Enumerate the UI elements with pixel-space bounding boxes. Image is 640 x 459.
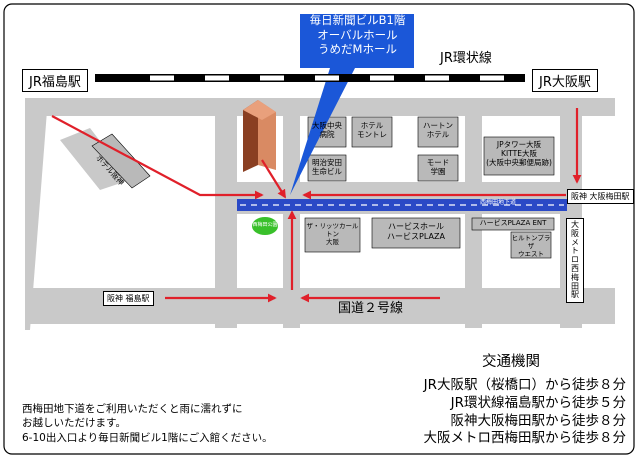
label-meiji-yasuda: 明治安田生命ビル — [312, 158, 342, 176]
station-jr-fukushima: JR福島駅 — [22, 69, 88, 92]
station-metro-nishi-umeda: 大阪メトロ 西梅田駅 — [566, 218, 584, 304]
station-hanshin-fukushima: 阪神 福島駅 — [103, 291, 154, 306]
road-left-diag — [25, 98, 48, 330]
jr-loop-line — [95, 74, 525, 82]
callout-line-3: うめだMホール — [318, 42, 397, 57]
road-hotel-diag — [60, 128, 130, 190]
underpass-label: 西梅田地下道 — [480, 199, 517, 206]
venue-callout: 毎日新聞ビルB1階 オーバルホール うめだMホール — [305, 13, 410, 57]
building-meiji-yasuda — [307, 154, 347, 182]
national-route-label: 国道２号線 — [338, 301, 404, 316]
label-ritz-carlton: ザ・リッツカールトン大阪 — [306, 222, 359, 246]
label-osaka-chuo-hospital: 大阪中央病院 — [312, 121, 342, 139]
access-list: JR大阪駅（桜橋口）から徒歩８分 JR環状線福島駅から徒歩５分 阪神大阪梅田駅か… — [424, 377, 627, 448]
mainichi-building — [243, 100, 276, 172]
road-col-1 — [215, 98, 237, 328]
callout-line-2: オーバルホール — [317, 27, 398, 42]
note-line: 西梅田地下道をご利用いただくと雨に濡れずに — [22, 403, 243, 415]
station-hanshin-osaka-umeda: 阪神 大阪梅田駅 — [567, 189, 634, 204]
label-mode-gakuen: モード学園 — [426, 158, 450, 176]
access-title: 交通機関 — [482, 354, 540, 370]
note-line: お越しいただけます。 — [22, 417, 126, 430]
label-hilton-west: ヒルトンプラザウエスト — [511, 234, 551, 258]
callout-line-1: 毎日新聞ビルB1階 — [309, 13, 406, 27]
buildings — [91, 116, 555, 259]
label-hilton: ハートンホテル — [423, 121, 453, 139]
nishi-umeda-underpass — [237, 199, 567, 211]
access-item: JR大阪駅（桜橋口）から徒歩８分 — [423, 377, 626, 393]
callout-shape — [290, 14, 414, 195]
label-herbis-hall: ハービスホールハービスPLAZA — [387, 222, 445, 241]
access-item: 阪神大阪梅田駅から徒歩８分 — [450, 412, 627, 429]
building-ritz-carlton — [304, 217, 361, 253]
access-item: JR環状線福島駅から徒歩５分 — [450, 394, 626, 411]
access-item: 大阪メトロ西梅田駅から徒歩８分 — [423, 430, 627, 447]
building-jp-tower — [483, 136, 555, 176]
label-hotel-monterey: ホテルモントレ — [357, 121, 387, 139]
label-herbis-ent: ハービスPLAZA ENT — [479, 219, 547, 227]
building-hotel-monterey — [351, 116, 393, 148]
route-arrows — [51, 108, 582, 303]
building-mode-gakuen — [417, 154, 459, 182]
building-herbis-hall — [371, 217, 461, 249]
building-herbis-ent — [471, 217, 555, 231]
label-nishi-umeda-park: 西梅田公園 — [252, 222, 278, 228]
building-hilton — [417, 116, 459, 148]
line-name-jr-loop: JR環状線 — [440, 51, 492, 66]
nishi-umeda-park — [252, 217, 278, 235]
note-line: 6-10出入口より毎日新聞ビル1階にご入館ください。 — [22, 431, 273, 444]
rain-note: 西梅田地下道をご利用いただくと雨に濡れずに お越しいただけます。 6-10出入口… — [22, 402, 273, 445]
building-hilton-west — [510, 231, 552, 259]
route-arrow-entrance — [261, 159, 286, 199]
building-hotel-hanshin — [91, 133, 151, 189]
station-jr-osaka: JR大阪駅 — [532, 69, 598, 92]
route-arrow-fukushima — [51, 115, 264, 200]
